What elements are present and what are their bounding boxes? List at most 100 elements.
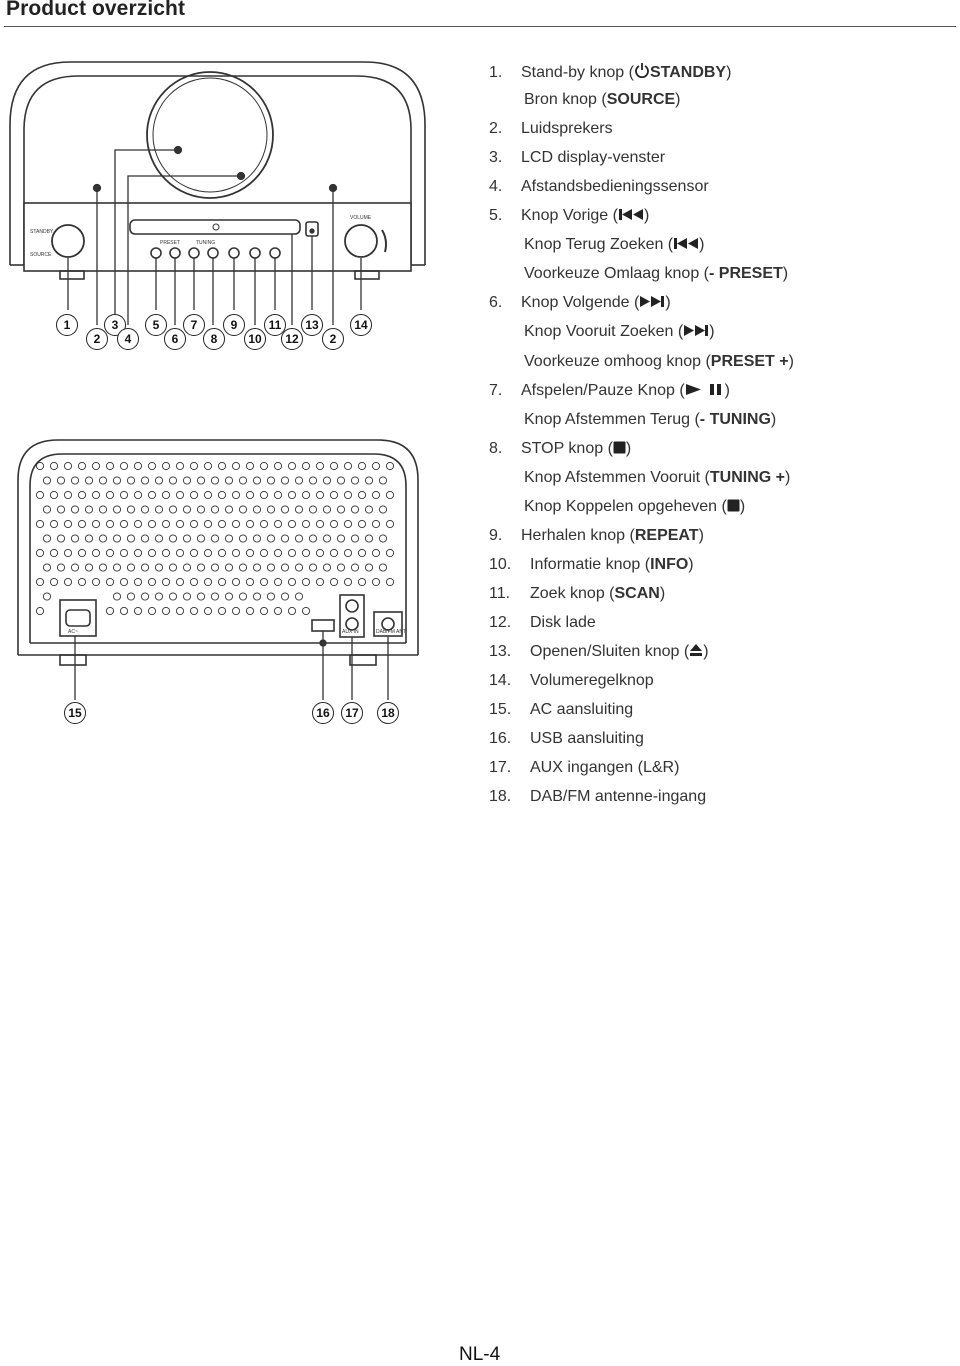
callout-8: 8 bbox=[203, 328, 225, 350]
callout-14: 14 bbox=[350, 314, 372, 336]
item-text: USB aansluiting bbox=[530, 730, 644, 748]
standby-source-knob bbox=[51, 224, 85, 258]
grille-hole bbox=[210, 563, 220, 572]
item-close: ) bbox=[709, 323, 715, 341]
grille-hole bbox=[147, 548, 157, 558]
grille-hole bbox=[105, 606, 115, 616]
grille-hole bbox=[364, 563, 374, 572]
grille-hole bbox=[35, 519, 45, 529]
grille-hole bbox=[105, 490, 115, 500]
item-close: ) bbox=[643, 207, 650, 225]
grille-hole bbox=[84, 563, 94, 572]
grille-hole bbox=[49, 548, 59, 558]
item-keyword: PRESET + bbox=[710, 352, 789, 370]
grille-hole bbox=[315, 519, 325, 529]
item-text: Voorkeuze Omlaag knop ( bbox=[524, 265, 709, 283]
grille-hole bbox=[287, 461, 297, 471]
grille-hole bbox=[273, 461, 283, 471]
grille-hole bbox=[252, 476, 262, 485]
grille-hole bbox=[42, 563, 52, 572]
grille-hole bbox=[231, 519, 241, 529]
grille-hole bbox=[245, 490, 255, 500]
grille-hole bbox=[217, 490, 227, 500]
grille-hole bbox=[98, 505, 108, 514]
grille-hole bbox=[385, 490, 395, 500]
page-title: Product overzicht bbox=[6, 0, 186, 20]
grille-hole bbox=[273, 606, 283, 616]
grille-hole bbox=[196, 505, 206, 514]
list-item: 10.Informatie knop (INFO) bbox=[489, 556, 694, 574]
grille-hole bbox=[154, 563, 164, 572]
grille-hole bbox=[35, 490, 45, 500]
grille-hole bbox=[252, 534, 262, 543]
grille-hole bbox=[196, 534, 206, 543]
svg-text:VOLUME: VOLUME bbox=[350, 215, 372, 221]
grille-hole bbox=[343, 490, 353, 500]
grille-hole bbox=[273, 519, 283, 529]
grille-hole bbox=[49, 519, 59, 529]
callout-6: 6 bbox=[164, 328, 186, 350]
grille-hole bbox=[266, 563, 276, 572]
item-close: ) bbox=[782, 265, 789, 283]
grille-hole bbox=[133, 519, 143, 529]
next-icon bbox=[683, 324, 709, 342]
grille-hole bbox=[168, 592, 178, 601]
grille-hole bbox=[371, 490, 381, 500]
grille-hole bbox=[182, 563, 192, 572]
grille-hole bbox=[259, 519, 269, 529]
callout-16: 16 bbox=[312, 702, 334, 724]
grille-hole bbox=[245, 577, 255, 587]
grille-hole bbox=[231, 461, 241, 471]
item-number: 16. bbox=[489, 730, 512, 748]
grille-hole bbox=[210, 505, 220, 514]
grille-hole bbox=[210, 534, 220, 543]
item-number: 3. bbox=[489, 149, 503, 167]
callout-13: 13 bbox=[301, 314, 323, 336]
svg-text:DAB/FM ANT: DAB/FM ANT bbox=[376, 629, 406, 635]
grille-hole bbox=[161, 548, 171, 558]
list-item: 1.Stand-by knop (STANDBY) bbox=[489, 62, 731, 83]
item-text: AC aansluiting bbox=[530, 701, 634, 719]
grille-hole bbox=[42, 476, 52, 485]
grille-hole bbox=[91, 577, 101, 587]
grille-hole bbox=[259, 577, 269, 587]
grille-hole bbox=[91, 461, 101, 471]
grille-hole bbox=[119, 490, 129, 500]
grille-hole bbox=[140, 592, 150, 601]
grille-hole bbox=[343, 519, 353, 529]
item-text: Herhalen knop ( bbox=[521, 526, 635, 544]
grille-hole bbox=[294, 563, 304, 572]
item-close: ) bbox=[724, 381, 730, 399]
grille-hole bbox=[378, 476, 388, 485]
item-close: ) bbox=[770, 410, 777, 428]
item-number: 12. bbox=[489, 613, 512, 631]
back-view-diagram bbox=[17, 439, 419, 666]
list-item: 9.Herhalen knop (REPEAT) bbox=[489, 527, 704, 545]
item-text: STOP knop ( bbox=[521, 439, 613, 457]
grille-hole bbox=[315, 548, 325, 558]
grille-hole bbox=[84, 476, 94, 485]
grille-hole bbox=[252, 505, 262, 514]
grille-hole bbox=[280, 592, 290, 601]
grille-hole bbox=[329, 519, 339, 529]
grille-hole bbox=[329, 490, 339, 500]
grille-hole bbox=[105, 519, 115, 529]
item-close: ) bbox=[699, 236, 705, 254]
grille-hole bbox=[49, 461, 59, 471]
grille-hole bbox=[329, 548, 339, 558]
list-item: Voorkeuze omhoog knop (PRESET +) bbox=[524, 353, 794, 371]
grille-hole bbox=[133, 461, 143, 471]
callout-2b: 2 bbox=[322, 328, 344, 350]
grille-hole bbox=[301, 490, 311, 500]
grille-hole bbox=[245, 519, 255, 529]
grille-hole bbox=[238, 476, 248, 485]
item-close: ) bbox=[625, 439, 632, 457]
grille-hole bbox=[140, 534, 150, 543]
grille-hole bbox=[126, 505, 136, 514]
grille-hole bbox=[350, 563, 360, 572]
item-keyword: SOURCE bbox=[606, 91, 676, 109]
list-item: 3.LCD display-venster bbox=[489, 149, 665, 167]
item-close: ) bbox=[785, 468, 791, 486]
play-pause-icon bbox=[685, 383, 725, 401]
